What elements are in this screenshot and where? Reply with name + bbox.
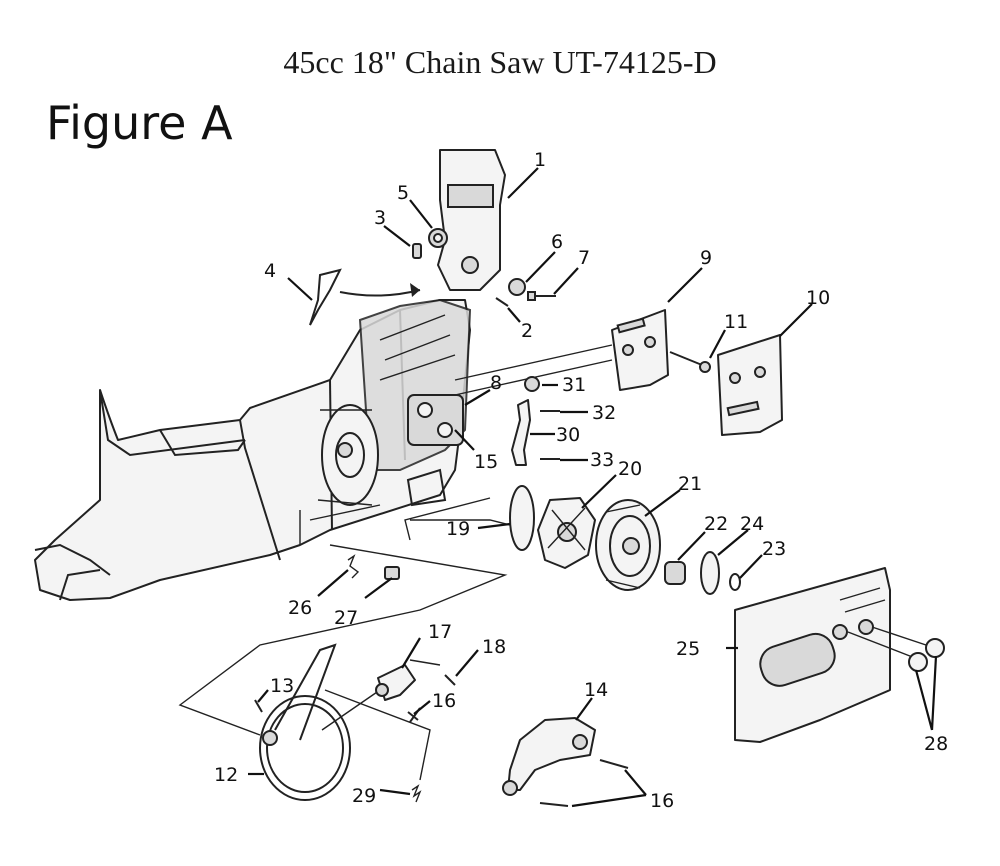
callout-5: 5 (397, 182, 409, 204)
part-7-bolt (527, 291, 556, 301)
callout-24: 24 (740, 513, 764, 535)
page-title: 45cc 18" Chain Saw UT-74125-D (283, 44, 717, 80)
callout-27: 27 (334, 607, 358, 629)
callout-11: 11 (724, 311, 748, 333)
callout-14: 14 (584, 679, 608, 701)
part-1-handle-bracket (437, 149, 506, 291)
callout-30: 30 (556, 424, 580, 446)
callout-19: 19 (446, 518, 470, 540)
part-29-spring (411, 784, 422, 803)
part-18-pin (444, 674, 456, 686)
callout-numbers: 1 2 3 4 5 6 7 8 9 10 11 12 13 14 15 16 1… (214, 149, 948, 812)
callout-28: 28 (924, 733, 948, 755)
callout-13: 13 (270, 675, 294, 697)
callout-4: 4 (264, 260, 276, 282)
callout-9: 9 (700, 247, 712, 269)
part-23-clip (729, 573, 741, 591)
callout-23: 23 (762, 538, 786, 560)
part-6-washer (508, 278, 526, 296)
part-3-screw (412, 243, 422, 259)
saw-housing (34, 298, 472, 601)
callout-20: 20 (618, 458, 642, 480)
assembly-line-lower (178, 497, 511, 736)
callout-33: 33 (590, 449, 614, 471)
callout-22: 22 (704, 513, 728, 535)
part-26-spring (347, 554, 360, 579)
part-22-bearing (664, 561, 686, 585)
callout-16-upper: 16 (432, 690, 456, 712)
callout-2: 2 (521, 320, 533, 342)
callout-3: 3 (374, 207, 386, 229)
part-12-brake-band (259, 643, 351, 801)
part-16-screws-lower (539, 759, 629, 807)
callout-1: 1 (534, 149, 546, 171)
callout-31: 31 (562, 374, 586, 396)
callout-17: 17 (428, 621, 452, 643)
part-17-lever (375, 659, 441, 701)
callout-6: 6 (551, 231, 563, 253)
cover-stud-line (847, 626, 933, 659)
part-30-adjuster-link (511, 399, 531, 466)
callout-26: 26 (288, 597, 312, 619)
part-11-stud (669, 351, 711, 373)
part-19-disc (509, 485, 535, 551)
part-4-clip (309, 268, 421, 326)
leader-lines (248, 167, 938, 808)
callout-10: 10 (806, 287, 830, 309)
part-25-side-cover (734, 567, 891, 743)
part-31-nut (524, 376, 540, 392)
part-21-clutch-drum (595, 499, 661, 591)
figure-label: Figure A (46, 96, 233, 150)
callout-16-lower: 16 (650, 790, 674, 812)
part-2-pin (495, 297, 509, 307)
band-assembly-line (321, 689, 431, 781)
callout-12: 12 (214, 764, 238, 786)
callout-29: 29 (352, 785, 376, 807)
part-5-nut (428, 228, 448, 248)
part-14-brake-lever (502, 717, 596, 796)
callout-18: 18 (482, 636, 506, 658)
part-28-nuts (908, 638, 945, 672)
callout-21: 21 (678, 473, 702, 495)
part-13-pin (254, 699, 263, 713)
part-20-clutch (537, 497, 596, 569)
callout-32: 32 (592, 402, 616, 424)
callout-15: 15 (474, 451, 498, 473)
callout-8: 8 (490, 372, 502, 394)
part-27-bolt (384, 566, 400, 580)
callout-7: 7 (578, 247, 590, 269)
part-9-plate (611, 309, 669, 391)
part-24-washer (700, 551, 720, 595)
callout-25: 25 (676, 638, 700, 660)
part-10-outer-plate (717, 334, 783, 436)
